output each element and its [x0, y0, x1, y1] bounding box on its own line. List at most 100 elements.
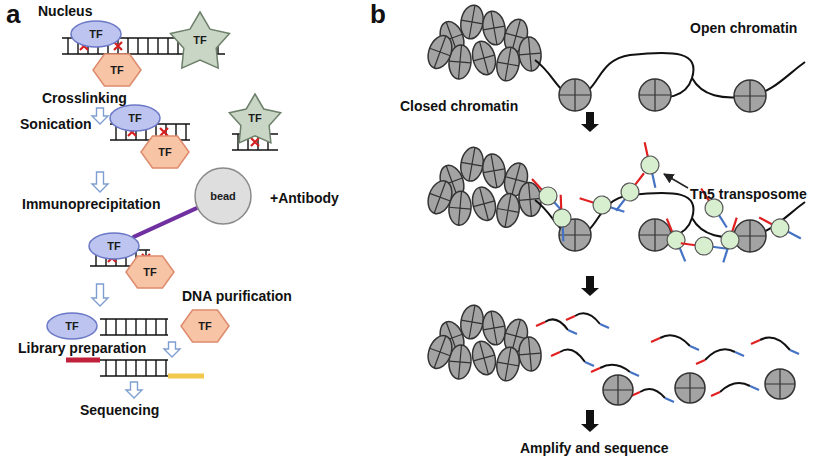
nucleosome-cross — [494, 45, 522, 82]
nucleosome-body — [734, 80, 766, 112]
nucleosome-cross — [458, 303, 486, 340]
adapter-blue — [790, 350, 799, 354]
step-label: Sonication — [20, 116, 92, 132]
nucleosome-body — [734, 220, 766, 252]
nucleosome-cross — [469, 339, 499, 378]
nucleosome-cross — [518, 336, 543, 372]
dna-strand — [100, 375, 168, 377]
closed-chromatin-cluster — [424, 3, 543, 82]
nucleosome-body — [469, 339, 499, 378]
step-label: +Antibody — [270, 190, 339, 206]
adapter-blue — [600, 324, 609, 328]
tn5-transposome — [628, 142, 673, 187]
tn5-transposome — [655, 219, 697, 262]
hexagon-shape — [93, 54, 141, 86]
dna-rung — [115, 360, 116, 376]
nucleosome-body — [639, 79, 671, 111]
dna-rung — [125, 360, 126, 376]
nucleosome — [559, 79, 591, 111]
step-arrow — [92, 284, 108, 306]
nucleosome-body — [675, 373, 705, 403]
dna-fragment — [566, 313, 609, 328]
step-label: Sequencing — [80, 402, 159, 418]
panel-letter: a — [6, 0, 20, 30]
nucleosome — [458, 146, 486, 183]
adapter-red — [663, 219, 676, 233]
tf-ellipse: TF — [46, 312, 98, 340]
hexagon-shape — [126, 256, 174, 288]
dna-fragment — [536, 319, 577, 334]
adapter-red — [696, 360, 705, 364]
nucleosome-body — [494, 45, 522, 82]
node-text: TF — [158, 146, 171, 158]
adapter-blue — [750, 386, 759, 390]
adapter-red — [566, 316, 575, 320]
antibody-link — [134, 208, 197, 237]
dna-fiber — [560, 350, 585, 362]
nucleosome-cross — [675, 373, 705, 403]
dna-rung — [125, 319, 126, 335]
step-label: Nucleus — [38, 3, 92, 19]
step-label: Crosslinking — [42, 90, 127, 106]
dna-rung — [67, 38, 68, 54]
tf-hexagon: TF — [140, 135, 190, 169]
nucleosome — [518, 336, 543, 372]
nucleosome — [458, 303, 486, 340]
nucleosome — [518, 36, 543, 72]
dna-fragment — [651, 335, 699, 350]
adapter-red — [681, 237, 696, 252]
step-label: Closed chromatin — [400, 98, 518, 114]
node-text: TF — [107, 240, 120, 252]
adapter-blue — [614, 199, 627, 211]
panel-letter: b — [370, 0, 386, 30]
nucleosome — [494, 345, 522, 382]
dna-rung — [105, 360, 106, 376]
nucleosome-cross — [469, 39, 499, 78]
dna-strand — [100, 334, 168, 336]
adapter-blue — [735, 352, 744, 356]
tf-ellipse: TF — [70, 20, 122, 48]
nucleosome-cross — [424, 177, 456, 216]
tf-star: TF — [228, 93, 282, 143]
crosslink-mark — [251, 138, 259, 146]
star-shape — [171, 12, 230, 68]
dna-fiber — [575, 313, 600, 324]
dna-rung — [147, 38, 148, 54]
nucleosome-cross — [765, 369, 795, 399]
node-text: TF — [110, 64, 123, 76]
dna-rung — [105, 319, 106, 335]
tn5-transposome — [539, 195, 585, 242]
leader-line — [664, 174, 688, 188]
ellipse-shape — [89, 233, 139, 259]
tn5-body — [691, 233, 716, 258]
nucleosome-cross — [603, 375, 633, 405]
adapter-red — [751, 340, 760, 344]
nucleosome-body — [639, 219, 671, 251]
adapter-red — [551, 352, 560, 356]
adapter-red — [536, 322, 545, 326]
adapter-blue — [665, 398, 674, 402]
node-text: TF — [89, 28, 102, 40]
adapter-red — [66, 358, 100, 363]
nucleosome — [458, 3, 486, 40]
open-chromatin — [535, 53, 805, 112]
adapter-red — [759, 214, 772, 228]
nucleosome — [480, 152, 508, 189]
tn5-transposome — [532, 179, 564, 213]
ellipse-shape — [71, 21, 121, 47]
tn5-transposome — [580, 182, 625, 227]
dna-fiber — [705, 349, 735, 360]
step-label: Amplify and sequence — [520, 440, 669, 456]
node-text: bead — [210, 190, 236, 202]
nucleosome — [424, 32, 456, 71]
nucleosome-body — [458, 146, 486, 183]
dna-rung — [157, 38, 158, 54]
step-label: Library preparation — [18, 340, 146, 356]
step-arrow — [92, 108, 108, 124]
nucleosome-cross — [559, 79, 591, 111]
dna-rung — [165, 319, 166, 335]
nucleosome — [424, 332, 456, 371]
nucleosome — [469, 39, 499, 78]
adapter-red — [554, 195, 569, 210]
